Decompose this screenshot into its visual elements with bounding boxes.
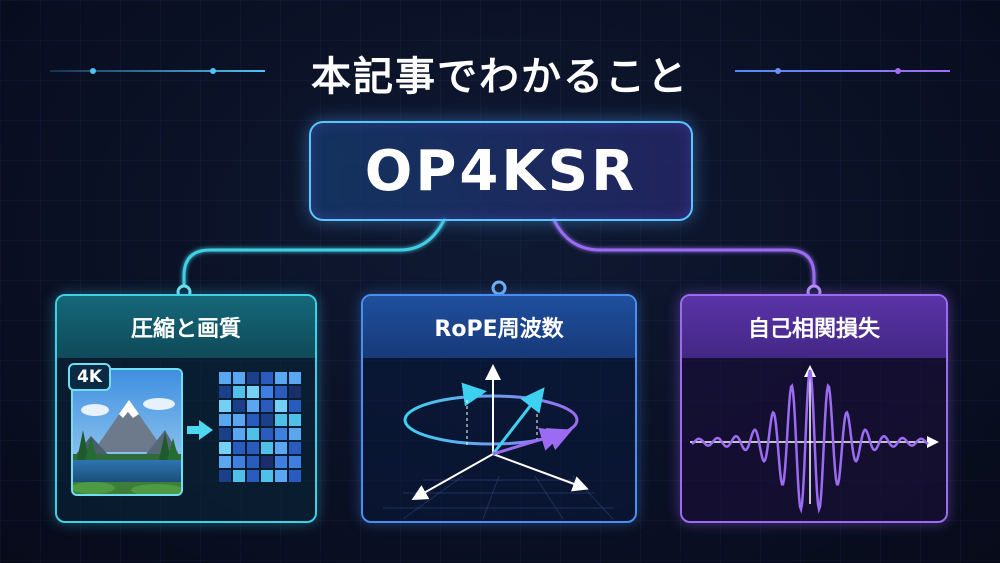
pixel-cell [289, 414, 301, 426]
decoration-dot [775, 68, 781, 74]
pixel-cell [233, 414, 245, 426]
card-compression-quality: 圧縮と画質 4K [55, 294, 317, 523]
pixel-cell [261, 456, 273, 468]
pixel-cell [219, 386, 231, 398]
connector-node-center [491, 280, 507, 296]
pixel-cell [275, 470, 287, 482]
pixel-cell [247, 414, 259, 426]
pixel-cell [289, 428, 301, 440]
pixel-cell [219, 400, 231, 412]
pixel-cell [219, 456, 231, 468]
pixel-cell [219, 470, 231, 482]
waveform-icon [690, 365, 939, 514]
pixel-cell [247, 456, 259, 468]
card-body [682, 358, 946, 519]
pixel-cell [247, 386, 259, 398]
card-header: 圧縮と画質 [57, 296, 315, 358]
pixel-cell [219, 372, 231, 384]
pixel-cell [247, 428, 259, 440]
card-body [363, 358, 635, 520]
pixel-cell [289, 456, 301, 468]
connector-right [551, 217, 816, 292]
title-decoration-left [50, 68, 265, 74]
decoration-dot [895, 68, 901, 74]
pixel-cell [289, 386, 301, 398]
rotation-axes-icon [383, 364, 614, 520]
pixel-cell [275, 400, 287, 412]
pixel-cell [247, 400, 259, 412]
card-autocorrelation-loss: 自己相関損失 [680, 294, 948, 523]
pixel-cell [261, 428, 273, 440]
pixel-cell [247, 470, 259, 482]
pixel-cell [275, 414, 287, 426]
pixel-cell [275, 372, 287, 384]
pixel-cell [261, 442, 273, 454]
pixel-cell [275, 442, 287, 454]
card-header: RoPE周波数 [363, 296, 635, 358]
title-decoration-right [735, 68, 950, 74]
pixel-cell [261, 372, 273, 384]
pixel-cell [247, 442, 259, 454]
decoration-dot [90, 68, 96, 74]
pixel-cell [233, 442, 245, 454]
pixel-cell [261, 400, 273, 412]
pixel-cell [233, 456, 245, 468]
resolution-badge: 4K [68, 363, 112, 391]
topic-box: OP4KSR [309, 121, 693, 221]
pixel-cell [289, 400, 301, 412]
pixel-cell [261, 470, 273, 482]
pixel-cell [261, 386, 273, 398]
pixel-grid-icon [219, 372, 301, 482]
card-header: 自己相関損失 [682, 296, 946, 358]
pixel-cell [289, 372, 301, 384]
arrow-right-icon [187, 420, 213, 440]
pixel-cell [261, 414, 273, 426]
topic-label: OP4KSR [364, 138, 638, 204]
pixel-cell [233, 470, 245, 482]
pixel-cell [289, 470, 301, 482]
pixel-cell [233, 400, 245, 412]
decoration-dot [210, 68, 216, 74]
pixel-cell [275, 456, 287, 468]
pixel-cell [219, 414, 231, 426]
pixel-cell [233, 372, 245, 384]
pixel-cell [247, 372, 259, 384]
card-body: 4K [57, 358, 315, 519]
connector-left [182, 217, 447, 292]
pixel-cell [233, 386, 245, 398]
pixel-cell [275, 386, 287, 398]
pixel-cell [219, 428, 231, 440]
page-title: 本記事でわかること [311, 54, 689, 100]
pixel-cell [289, 442, 301, 454]
pixel-cell [275, 428, 287, 440]
pixel-cell [233, 428, 245, 440]
card-rope-frequency: RoPE周波数 [361, 294, 637, 523]
pixel-cell [219, 442, 231, 454]
